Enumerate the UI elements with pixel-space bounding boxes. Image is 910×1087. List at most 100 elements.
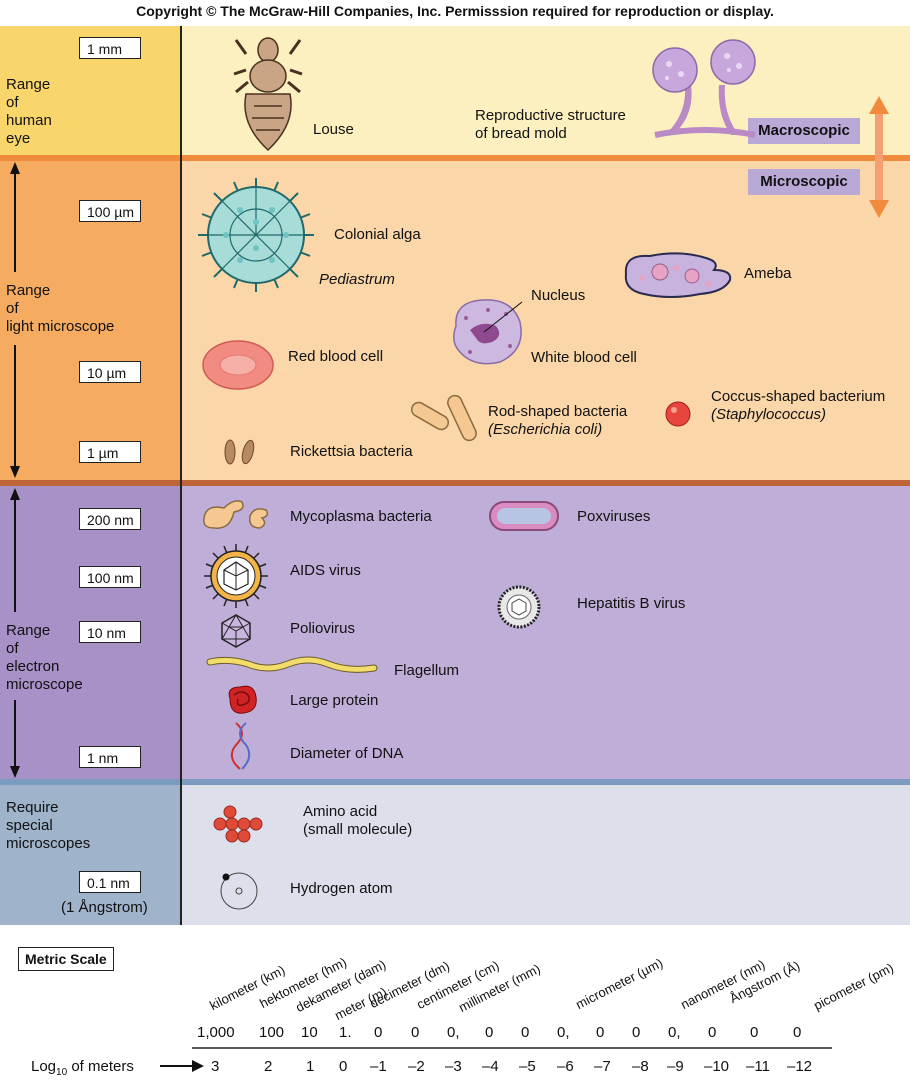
metric-number: 0, — [447, 1024, 460, 1041]
metric-number: 1. — [339, 1024, 352, 1041]
label-rickettsia: Rickettsia bacteria — [290, 443, 413, 460]
range-label-light: Range of light microscope — [6, 282, 115, 335]
log-value: 2 — [264, 1058, 273, 1075]
copyright-notice: Copyright © The McGraw-Hill Companies, I… — [136, 3, 774, 19]
label-red-blood-cell: Red blood cell — [288, 348, 384, 365]
column-divider — [180, 26, 182, 925]
hydrogen-atom-illustration — [220, 872, 258, 910]
range-label-special: Require special microscopes — [6, 799, 91, 852]
mycoplasma-illustration — [202, 500, 269, 529]
scale-1mm: 1 mm — [79, 37, 141, 59]
flagellum-illustration — [206, 656, 378, 673]
special-left-column — [0, 785, 180, 925]
log-arrow-icon — [160, 1060, 204, 1072]
range-label-eye: Range of human eye — [6, 76, 52, 147]
label-dna: Diameter of DNA — [290, 745, 404, 762]
label-white-blood-cell: White blood cell — [531, 349, 637, 366]
label-large-protein: Large protein — [290, 692, 379, 709]
label-colonial-alga: Colonial alga — [334, 226, 421, 243]
range-label-electron: Range of electron microscope — [6, 622, 83, 693]
dna-illustration — [230, 722, 251, 770]
log-label-rest: of meters — [67, 1058, 134, 1075]
microscopic-tag: Microscopic — [748, 169, 860, 195]
metric-number: 0 — [750, 1024, 759, 1041]
log-label-text: Log — [31, 1058, 57, 1075]
metric-rule-line — [192, 1047, 832, 1049]
label-poliovirus: Poliovirus — [290, 620, 356, 637]
aids-virus-illustration — [204, 544, 268, 608]
label-flagellum: Flagellum — [394, 662, 460, 679]
log-value: 1 — [306, 1058, 315, 1075]
log-value: –3 — [445, 1058, 462, 1075]
label-staphylococcus: (Staphylococcus) — [711, 406, 827, 423]
red-blood-cell-illustration — [202, 340, 274, 390]
amino-acid-illustration — [213, 805, 263, 843]
label-louse: Louse — [313, 121, 354, 138]
hepatitis-b-illustration — [497, 585, 541, 629]
label-poxviruses: Poxviruses — [577, 508, 651, 525]
log-value: –6 — [557, 1058, 574, 1075]
log-axis-label: Log10 of meters — [31, 1058, 134, 1078]
poliovirus-illustration — [221, 614, 251, 648]
angstrom-note: (1 Ångstrom) — [61, 899, 148, 916]
label-rod-bacteria: Rod-shaped bacteria — [488, 403, 628, 420]
scale-10nm: 10 nm — [79, 621, 141, 643]
metric-scale-title: Metric Scale — [18, 947, 114, 971]
metric-number: 0 — [411, 1024, 420, 1041]
log-value: –1 — [370, 1058, 387, 1075]
label-ameba: Ameba — [744, 265, 792, 282]
large-protein-illustration — [228, 685, 257, 714]
label-hepatitis-b: Hepatitis B virus — [577, 595, 686, 612]
log-value: –8 — [632, 1058, 649, 1075]
scale-100um: 100 µm — [79, 200, 141, 222]
scale-10um: 10 µm — [79, 361, 141, 383]
log-value: 3 — [211, 1058, 220, 1075]
metric-number: 0 — [632, 1024, 641, 1041]
scale-0.1nm: 0.1 nm — [79, 871, 141, 893]
metric-number: 100 — [259, 1024, 285, 1041]
scale-1um: 1 µm — [79, 441, 141, 463]
scale-100nm: 100 nm — [79, 566, 141, 588]
rickettsia-illustration — [224, 439, 255, 465]
metric-number: 0 — [596, 1024, 605, 1041]
bread-mold-illustration — [652, 39, 756, 138]
metric-number: 0 — [485, 1024, 494, 1041]
log-value: –12 — [787, 1058, 813, 1075]
poxvirus-illustration — [489, 501, 559, 531]
metric-unit-label: picometer (pm) — [811, 959, 896, 1013]
log-value: –4 — [482, 1058, 499, 1075]
log-value: –11 — [746, 1058, 770, 1075]
metric-number: 1,000 — [197, 1024, 235, 1041]
white-blood-cell-illustration — [453, 299, 523, 365]
separator-macro-micro — [0, 155, 910, 161]
louse-illustration — [233, 37, 303, 152]
label-hydrogen-atom: Hydrogen atom — [290, 880, 393, 897]
electron-range-arrow — [10, 488, 20, 778]
coccus-illustration — [665, 401, 691, 427]
metric-number: 0 — [793, 1024, 802, 1041]
macro-micro-arrow — [869, 96, 889, 218]
ameba-illustration — [624, 252, 732, 298]
label-escherichia: (Escherichia coli) — [488, 421, 603, 438]
scale-200nm: 200 nm — [79, 508, 141, 530]
label-aids-virus: AIDS virus — [290, 562, 361, 579]
metric-unit-label: micrometer (µm) — [573, 955, 666, 1012]
macroscopic-tag: Macroscopic — [748, 118, 860, 144]
label-bread-mold: Reproductive structure of bread mold — [475, 107, 626, 142]
label-mycoplasma: Mycoplasma bacteria — [290, 508, 432, 525]
colonial-alga-illustration — [198, 178, 314, 292]
metric-number: 0 — [708, 1024, 717, 1041]
light-range-arrow — [10, 162, 20, 478]
log-value: –2 — [408, 1058, 425, 1075]
metric-number: 10 — [301, 1024, 318, 1041]
scale-1nm: 1 nm — [79, 746, 141, 768]
separator-light-electron — [0, 480, 910, 486]
label-pediastrum: Pediastrum — [319, 271, 395, 288]
separator-electron-special — [0, 779, 910, 785]
label-coccus: Coccus-shaped bacterium — [711, 388, 886, 405]
log-value: –7 — [594, 1058, 611, 1075]
label-nucleus: Nucleus — [531, 287, 586, 304]
log-value: –9 — [667, 1058, 684, 1075]
log-value: 0 — [339, 1058, 348, 1075]
metric-number: 0, — [668, 1024, 681, 1041]
